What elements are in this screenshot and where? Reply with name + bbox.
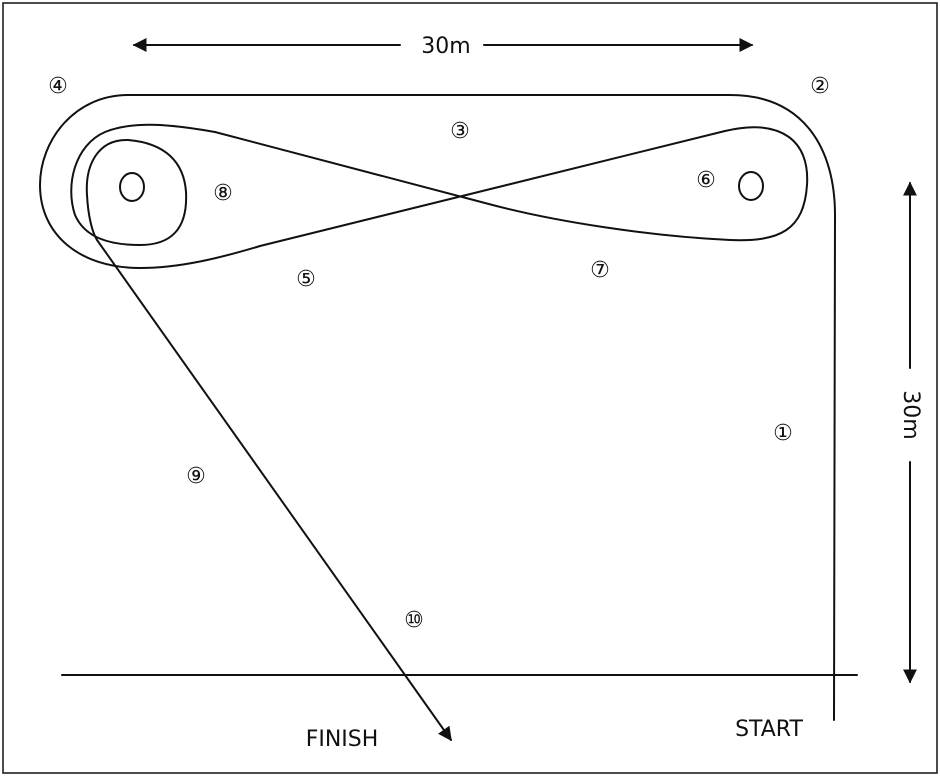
step-7-label: ⑦ — [590, 258, 610, 283]
right-cone — [738, 171, 764, 201]
step-8-label: ⑧ — [213, 181, 233, 206]
step-2-label: ② — [810, 74, 830, 99]
outer-loop-path — [39, 94, 836, 721]
step-3-label: ③ — [450, 119, 470, 144]
height-dimension-label: 30m — [898, 390, 923, 439]
width-dimension-label: 30m — [421, 34, 470, 59]
right-loop-path — [214, 126, 809, 242]
left-cone — [119, 172, 145, 202]
left-loop-path — [70, 123, 216, 246]
step-1-label: ① — [773, 421, 793, 446]
step-6-label: ⑥ — [696, 168, 716, 193]
step-9-label: ⑨ — [186, 464, 206, 489]
finish-label: FINISH — [306, 727, 379, 752]
step-4-label: ④ — [48, 74, 68, 99]
step-10-label: ⑩ — [404, 608, 424, 633]
exit-to-finish-path — [96, 239, 452, 742]
start-label: START — [735, 717, 803, 742]
step-5-label: ⑤ — [296, 267, 316, 292]
